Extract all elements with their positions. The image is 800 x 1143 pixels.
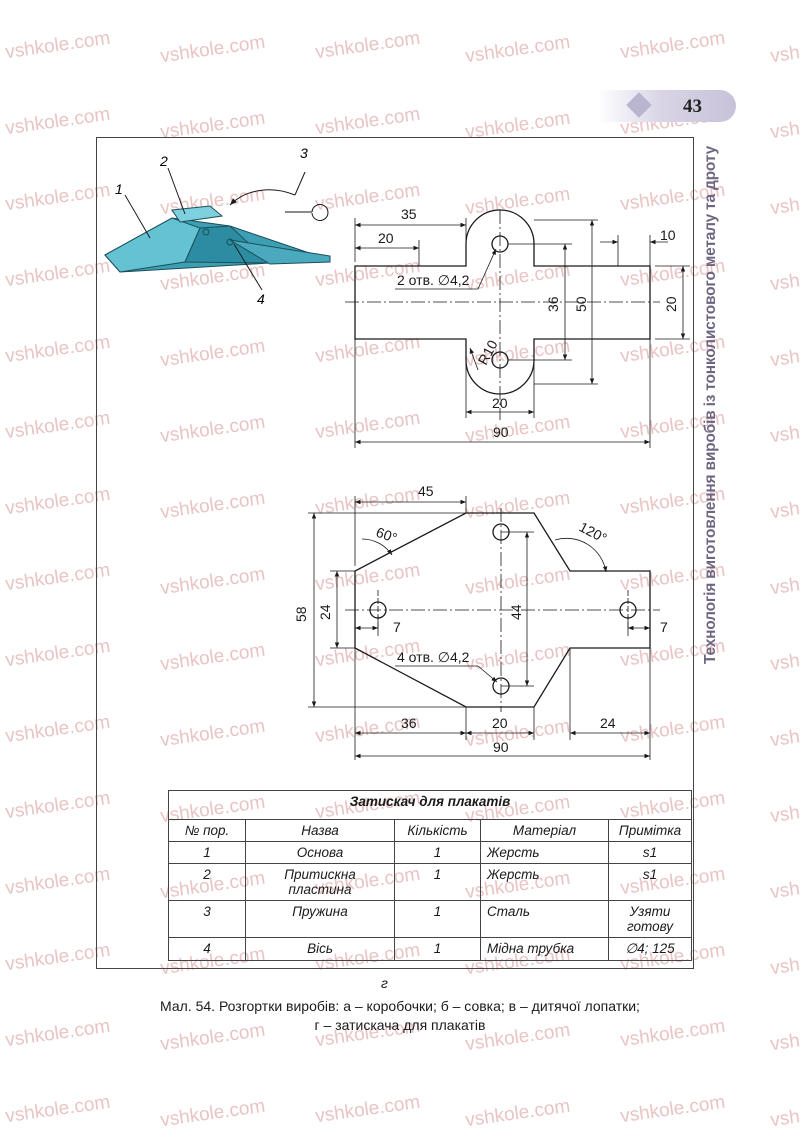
clip-3d-illustration: [104, 167, 331, 291]
dim-10: 10: [660, 227, 676, 243]
parts-table-title: Затискач для плакатів: [168, 790, 692, 820]
dim-24-left: 24: [317, 604, 333, 620]
header-qty: Кількість: [394, 819, 481, 842]
caption-line-2: г – затискача для плакатів: [314, 1017, 486, 1033]
cell-material: Сталь: [480, 900, 609, 938]
callout-3: 3: [300, 145, 308, 161]
dim-24-bottom: 24: [600, 715, 616, 731]
dim-top-holes: 2 отв. ∅4,2: [397, 272, 470, 288]
figure-frame: [96, 137, 694, 969]
cell-note: ∅4; 125: [608, 937, 692, 961]
cell-material: Жерсть: [480, 841, 609, 864]
callout-2: 2: [159, 153, 168, 169]
cell-no: 3: [168, 900, 246, 938]
cell-material: Жерсть: [480, 863, 609, 901]
table-row: 3 Пружина 1 Сталь Узяти готову: [168, 900, 692, 938]
cell-no: 1: [168, 841, 246, 864]
dim-36-bottom: 36: [401, 715, 417, 731]
dim-20-top: 20: [378, 230, 394, 246]
dim-58: 58: [293, 606, 309, 622]
figure-caption: Мал. 54. Розгортки виробів: а – коробочк…: [120, 997, 680, 1035]
cell-qty: 1: [394, 937, 481, 961]
dim-35: 35: [401, 206, 417, 222]
dim-50: 50: [573, 296, 589, 312]
table-row: 2 Притискна пластина 1 Жерсть s1: [168, 863, 692, 901]
header-name: Назва: [245, 819, 395, 842]
cell-note: s1: [608, 863, 692, 901]
cell-note: Узяти готову: [608, 900, 692, 938]
table-row: 1 Основа 1 Жерсть s1: [168, 841, 692, 864]
cell-name: Пружина: [245, 900, 395, 938]
dim-20-bottom-mid: 20: [492, 715, 508, 731]
cell-material: Мідна трубка: [480, 937, 609, 961]
header-no: № пор.: [168, 819, 246, 842]
angle-60: 60°: [374, 524, 399, 546]
cell-no: 4: [168, 937, 246, 961]
cell-note: s1: [608, 841, 692, 864]
table-row: 4 Вісь 1 Мідна трубка ∅4; 125: [168, 937, 692, 961]
parts-table-header: № пор. Назва Кількість Матеріал Примітка: [168, 819, 692, 842]
dim-44: 44: [508, 604, 524, 620]
angle-120: 120°: [577, 519, 610, 547]
caption-line-1: Мал. 54. Розгортки виробів: а – коробочк…: [160, 998, 640, 1014]
dim-36: 36: [545, 296, 561, 312]
header-note: Примітка: [608, 819, 692, 842]
dim-7-left: 7: [393, 619, 401, 635]
dim-90-bottom: 90: [493, 739, 509, 755]
header-material: Матеріал: [480, 819, 609, 842]
dim-bottom-holes: 4 отв. ∅4,2: [397, 649, 470, 665]
cell-name: Вісь: [245, 937, 395, 961]
figure-letter: г: [381, 975, 388, 991]
cell-qty: 1: [394, 900, 481, 938]
cell-name: Основа: [245, 841, 395, 864]
callout-4: 4: [257, 291, 265, 307]
callout-1: 1: [115, 181, 123, 197]
cell-name: Притискна пластина: [245, 863, 395, 901]
page-number: 43: [683, 96, 702, 117]
dim-90-top: 90: [493, 424, 509, 440]
cell-qty: 1: [394, 863, 481, 901]
parts-table: Затискач для плакатів № пор. Назва Кільк…: [168, 790, 692, 961]
dim-20-right: 20: [663, 296, 679, 312]
dim-45: 45: [418, 483, 434, 499]
cell-no: 2: [168, 863, 246, 901]
page-number-tab: [598, 90, 736, 122]
dim-20-bottom: 20: [492, 395, 508, 411]
cell-qty: 1: [394, 841, 481, 864]
dim-7-right: 7: [660, 619, 668, 635]
